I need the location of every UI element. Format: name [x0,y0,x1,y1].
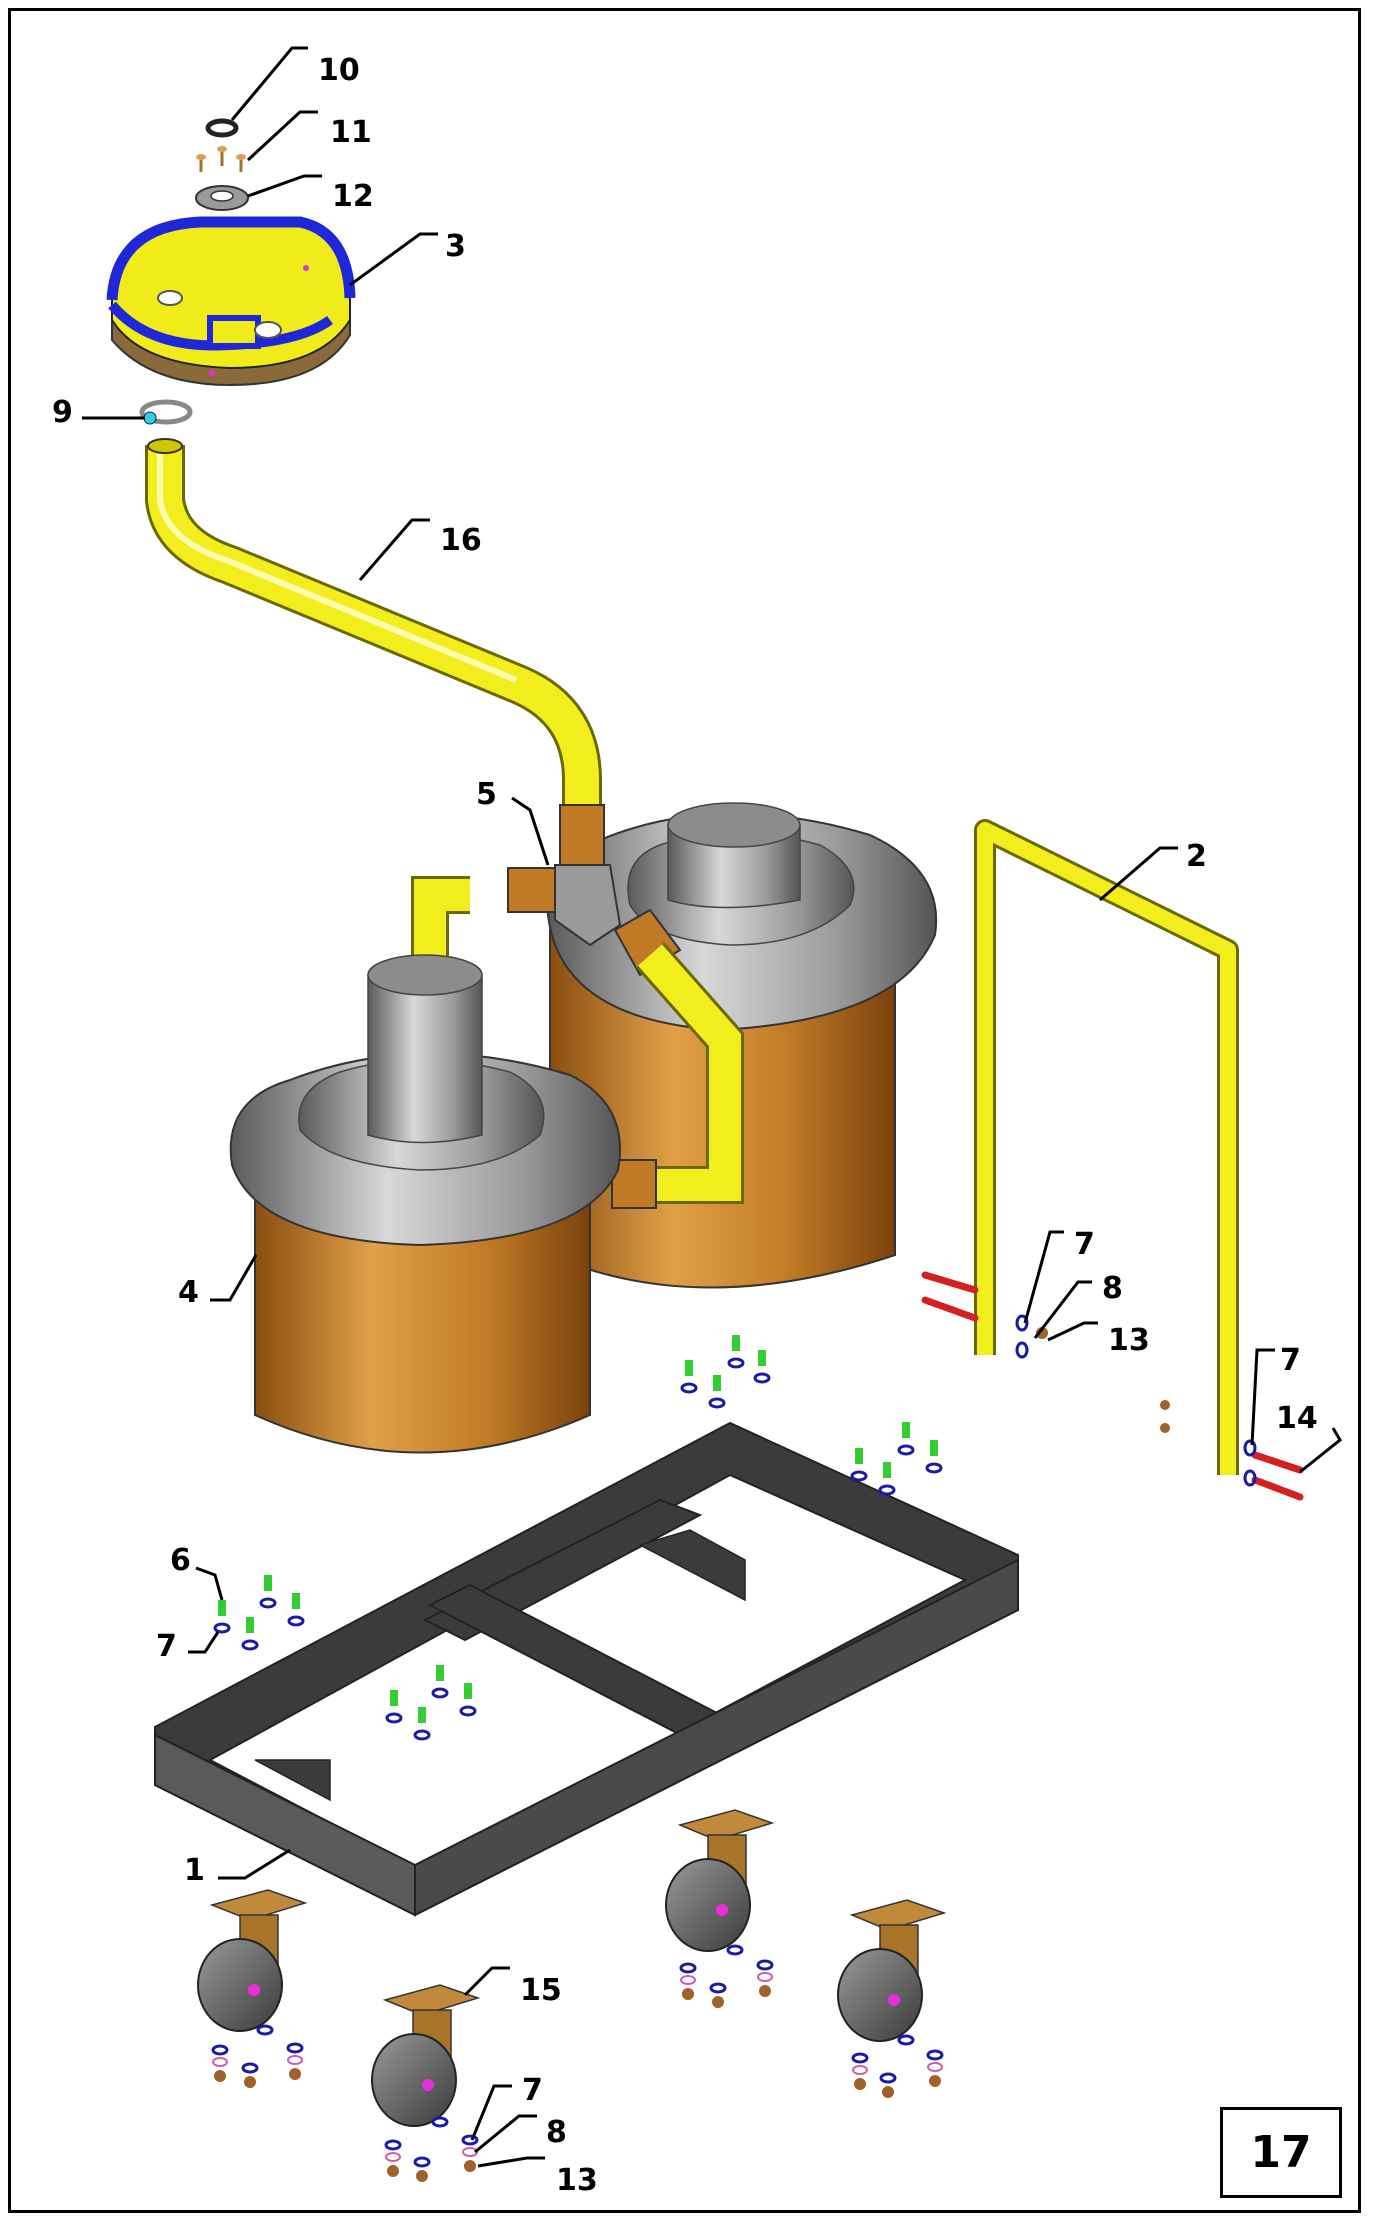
basin-part [106,216,356,387]
page-number-box: 17 [1220,2107,1342,2198]
callout-12: 12 [332,179,374,214]
leader-lines [82,46,1342,2168]
callout-7-caster: 7 [522,2073,543,2108]
page-number: 17 [1250,2127,1312,2178]
screws-part [196,146,246,172]
callout-8-caster: 8 [546,2115,567,2150]
drain-tube-part [145,438,602,840]
front-tank-part [229,954,621,1454]
callout-3: 3 [445,229,466,264]
page-border [8,8,1361,2213]
base-frame-part [154,1421,1019,1917]
caster-hardware [211,1944,944,2182]
handle-bolts [921,1271,1304,1501]
callout-7-handle-left: 7 [1074,1227,1095,1262]
callout-16: 16 [440,523,482,558]
callout-7-handle-right: 7 [1280,1343,1301,1378]
callout-14: 14 [1276,1401,1318,1436]
callout-7-frame: 7 [156,1629,177,1664]
o-ring-part [205,118,239,138]
callout-4: 4 [178,1275,199,1310]
caster-rear-right [837,1899,947,2042]
callout-11: 11 [330,115,372,150]
callout-13-caster: 13 [556,2163,598,2198]
frame-bolts [213,1335,943,1741]
caster-front-left [197,1889,308,2032]
handle-nuts [1036,1327,1170,1433]
callout-5: 5 [476,777,497,812]
handle-washers [1015,1314,1257,1487]
caster-front-center [371,1984,481,2127]
callout-13-handle-left: 13 [1108,1323,1150,1358]
callout-6: 6 [170,1543,191,1578]
flange-ring-part [195,185,249,211]
callout-1: 1 [184,1853,205,1888]
hose-clamp-part [139,399,193,425]
callout-15: 15 [520,1973,562,2008]
callout-9: 9 [52,395,73,430]
callout-2: 2 [1186,839,1207,874]
handle-frame-part [974,819,1239,1475]
callout-labels: 10 11 12 3 9 16 5 2 4 7 8 13 7 14 6 7 1 … [52,53,1318,2198]
caster-rear-center [665,1809,775,1952]
callout-10: 10 [318,53,360,88]
callout-8-handle-left: 8 [1102,1271,1123,1306]
